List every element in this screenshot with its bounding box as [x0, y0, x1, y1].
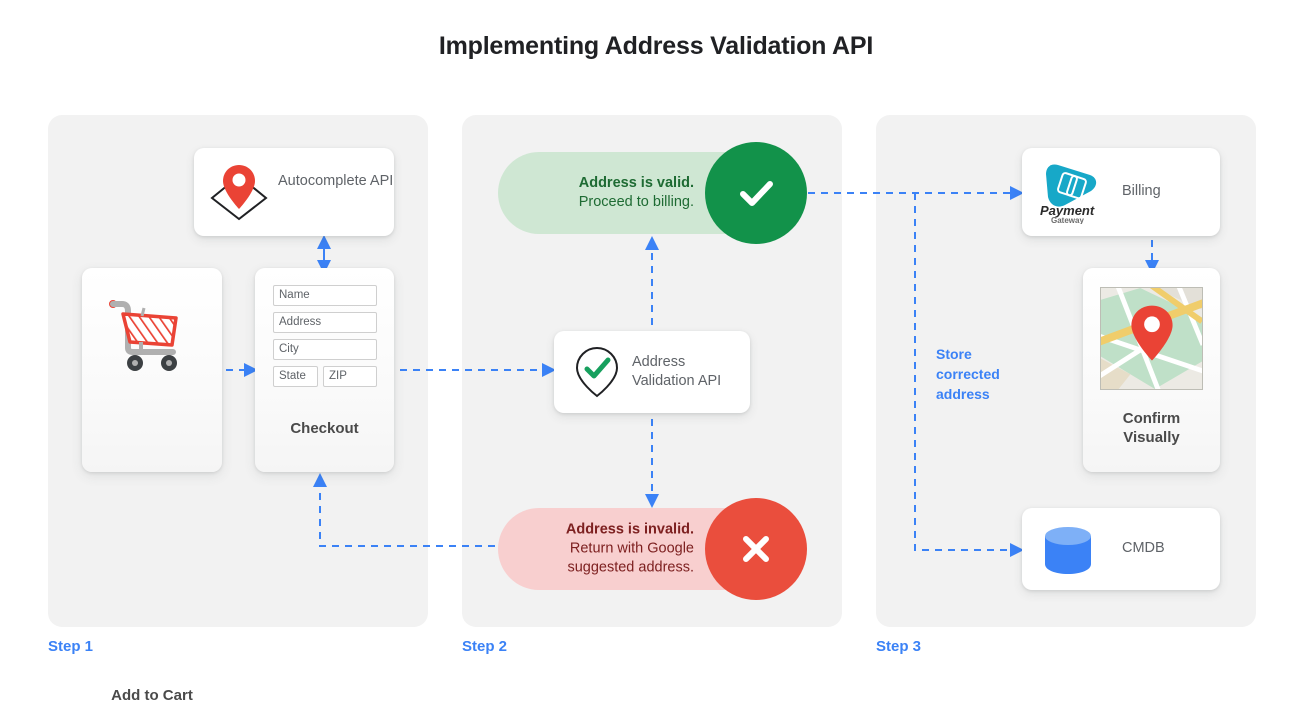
address-valid-pill[interactable]: Address is valid. Proceed to billing.	[498, 142, 807, 244]
name-field[interactable]: Name	[273, 285, 377, 306]
address-field[interactable]: Address	[273, 312, 377, 333]
check-icon	[740, 181, 773, 206]
zip-field[interactable]: ZIP	[323, 366, 377, 387]
address-validation-api-label: Address Validation API	[632, 353, 721, 391]
add-to-cart-card[interactable]: Add to Cart	[82, 268, 222, 704]
checkout-card[interactable]: Name Address City State ZIP Checkout	[255, 268, 394, 472]
address-invalid-detail-1: Return with Google	[569, 540, 694, 557]
database-icon	[1045, 527, 1091, 574]
store-note-line3: address	[936, 386, 990, 402]
address-invalid-text: Address is invalid. Return with Google s…	[566, 521, 694, 578]
address-invalid-headline: Address is invalid.	[565, 521, 694, 538]
city-field[interactable]: City	[273, 339, 377, 360]
billing-label: Billing	[1122, 183, 1161, 199]
close-icon	[743, 536, 769, 562]
step-1-label: Step 1	[48, 638, 94, 655]
store-note-line1: Store	[936, 346, 972, 362]
checkout-label: Checkout	[290, 420, 359, 437]
address-valid-headline: Address is valid.	[578, 175, 694, 191]
payment-logo-secondary: Gateway	[1051, 216, 1084, 224]
billing-card[interactable]: Payment Gateway Billing	[1022, 148, 1220, 236]
address-validation-api-card[interactable]: Address Validation API	[554, 331, 750, 413]
cmdb-card[interactable]: CMDB	[1022, 508, 1220, 590]
valid-status-badge	[705, 142, 807, 244]
autocomplete-api-label: Autocomplete API	[278, 173, 394, 189]
validation-line2: Validation API	[632, 373, 722, 389]
invalid-status-badge	[705, 498, 807, 600]
map-pin-check-icon	[575, 346, 619, 398]
store-corrected-address-annotation: Store corrected address	[936, 344, 1000, 404]
confirm-visually-label: Confirm Visually	[1083, 409, 1220, 447]
map-pin-diamond-icon	[210, 165, 268, 221]
cmdb-label: CMDB	[1122, 540, 1165, 556]
step-2-label: Step 2	[462, 638, 508, 655]
address-valid-text: Address is valid. Proceed to billing.	[579, 174, 694, 212]
confirm-visually-card[interactable]: Confirm Visually	[1083, 268, 1220, 472]
address-valid-detail: Proceed to billing.	[578, 194, 694, 210]
store-note-line2: corrected	[936, 366, 1000, 382]
state-field[interactable]: State	[273, 366, 318, 387]
payment-gateway-logo: Payment Gateway	[1040, 164, 1097, 224]
shopping-cart-icon	[109, 300, 178, 371]
autocomplete-api-card[interactable]: Autocomplete API	[194, 148, 394, 236]
validation-line1: Address	[632, 354, 686, 370]
page-title: Implementing Address Validation API	[438, 32, 874, 60]
address-invalid-detail-2: suggested address.	[567, 559, 694, 576]
confirm-line2: Visually	[1123, 429, 1180, 446]
address-invalid-pill[interactable]: Address is invalid. Return with Google s…	[498, 498, 807, 600]
confirm-line1: Confirm	[1122, 410, 1181, 427]
step-3-label: Step 3	[876, 638, 922, 655]
map-thumbnail-icon	[1100, 287, 1203, 390]
payment-logo-primary: Payment	[1040, 203, 1095, 218]
add-to-cart-label: Add to Cart	[111, 687, 193, 704]
